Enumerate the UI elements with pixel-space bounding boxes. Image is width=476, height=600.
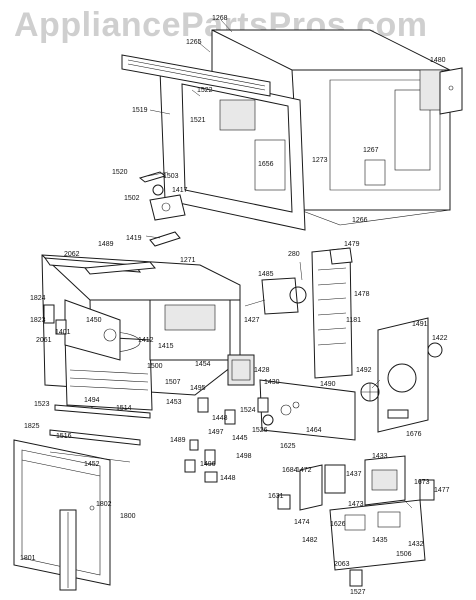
label-1478: 1478: [354, 291, 370, 298]
label-1474: 1474: [294, 519, 310, 526]
top-rail: [43, 257, 156, 275]
label-1506: 1506: [396, 551, 412, 558]
base-bracket: [259, 379, 356, 441]
fan-blade: [360, 382, 380, 402]
label-1521: 1521: [190, 117, 206, 124]
label-1427: 1427: [244, 317, 260, 324]
label-1495: 1495: [190, 385, 206, 392]
door-handle: [59, 509, 77, 591]
label-1412: 1412: [138, 337, 154, 344]
label-1801: 1801: [20, 555, 36, 562]
label-1181: 1181: [346, 317, 361, 324]
front-frame: [121, 54, 306, 231]
label-1428: 1428: [254, 367, 270, 374]
label-1516: 1516: [56, 433, 72, 440]
side-latch-parts: [43, 304, 67, 335]
label-1684: 1684: [282, 467, 298, 474]
leader-lines: [145, 19, 413, 509]
label-1271: 1271: [180, 257, 196, 264]
label-1445: 1445: [232, 435, 248, 442]
label-1522: 1522: [197, 87, 213, 94]
hinge-parts: [138, 171, 186, 247]
label-1496: 1496: [200, 461, 216, 468]
label-1631: 1631: [268, 493, 284, 500]
label-2063: 2063: [334, 561, 350, 568]
label-1656: 1656: [258, 161, 274, 168]
label-280: 280: [288, 251, 300, 258]
label-1498: 1498: [236, 453, 252, 460]
label-1464: 1464: [306, 427, 322, 434]
label-1524: 1524: [240, 407, 256, 414]
choke-strips: [49, 404, 151, 463]
control-panel-frame: [311, 247, 353, 379]
label-1432: 1432: [408, 541, 424, 548]
label-1527: 1527: [350, 589, 366, 596]
label-1526: 1526: [252, 427, 268, 434]
label-1500: 1500: [147, 363, 163, 370]
label-1491: 1491: [412, 321, 428, 328]
label-1450: 1450: [86, 317, 102, 324]
label-1489-bottom: 1489: [170, 437, 186, 444]
label-1401: 1401: [55, 329, 71, 336]
back-plate: [377, 317, 443, 433]
label-1265: 1265: [186, 39, 202, 46]
label-2061: 2061: [36, 337, 52, 344]
label-1497: 1497: [208, 429, 224, 436]
label-1473: 1473: [348, 501, 364, 508]
lower-electronics: [277, 455, 435, 587]
label-1494: 1494: [84, 397, 100, 404]
oven-cavity: [41, 254, 241, 411]
part-labels: 1268 1265 1522 1519 1521 1656 1273 1267 …: [20, 15, 450, 596]
label-1273: 1273: [312, 157, 328, 164]
label-1268: 1268: [212, 15, 228, 22]
label-1452: 1452: [84, 461, 100, 468]
label-1433: 1433: [372, 453, 388, 460]
label-1485: 1485: [258, 271, 274, 278]
label-1625: 1625: [280, 443, 296, 450]
label-1523: 1523: [34, 401, 50, 408]
label-1437: 1437: [346, 471, 362, 478]
side-bracket: [439, 67, 463, 115]
label-1492: 1492: [356, 367, 372, 374]
label-1454: 1454: [195, 361, 211, 368]
label-1676: 1676: [406, 431, 422, 438]
label-1415: 1415: [158, 343, 174, 350]
label-1480: 1480: [430, 57, 446, 64]
label-1472: 1472: [296, 467, 312, 474]
label-1626: 1626: [330, 521, 346, 528]
label-1417: 1417: [172, 187, 188, 194]
label-1802: 1802: [96, 501, 112, 508]
label-1266: 1266: [352, 217, 368, 224]
label-1514: 1514: [116, 405, 132, 412]
label-1507: 1507: [165, 379, 181, 386]
label-1503: 1503: [163, 173, 179, 180]
label-1477: 1477: [434, 487, 450, 494]
label-2062: 2062: [64, 251, 80, 258]
label-1520: 1520: [112, 169, 128, 176]
label-1453: 1453: [166, 399, 182, 406]
label-1823: 1823: [30, 317, 46, 324]
label-1448-a: 1448: [212, 415, 228, 422]
label-1419: 1419: [126, 235, 142, 242]
label-1490: 1490: [320, 381, 336, 388]
label-1448-b: 1448: [220, 475, 236, 482]
label-1502: 1502: [124, 195, 140, 202]
label-1824: 1824: [30, 295, 46, 302]
label-1482: 1482: [302, 537, 318, 544]
label-1519: 1519: [132, 107, 148, 114]
magnetron: [227, 354, 255, 386]
label-1435: 1435: [372, 537, 388, 544]
fan-housing: [261, 277, 307, 315]
label-1267: 1267: [363, 147, 379, 154]
label-1422: 1422: [432, 335, 448, 342]
small-components: [184, 397, 409, 483]
label-1673: 1673: [414, 479, 430, 486]
label-1800: 1800: [120, 513, 136, 520]
label-1489-top: 1489: [98, 241, 114, 248]
label-1430: 1430: [264, 379, 280, 386]
label-1479: 1479: [344, 241, 360, 248]
label-1825: 1825: [24, 423, 40, 430]
